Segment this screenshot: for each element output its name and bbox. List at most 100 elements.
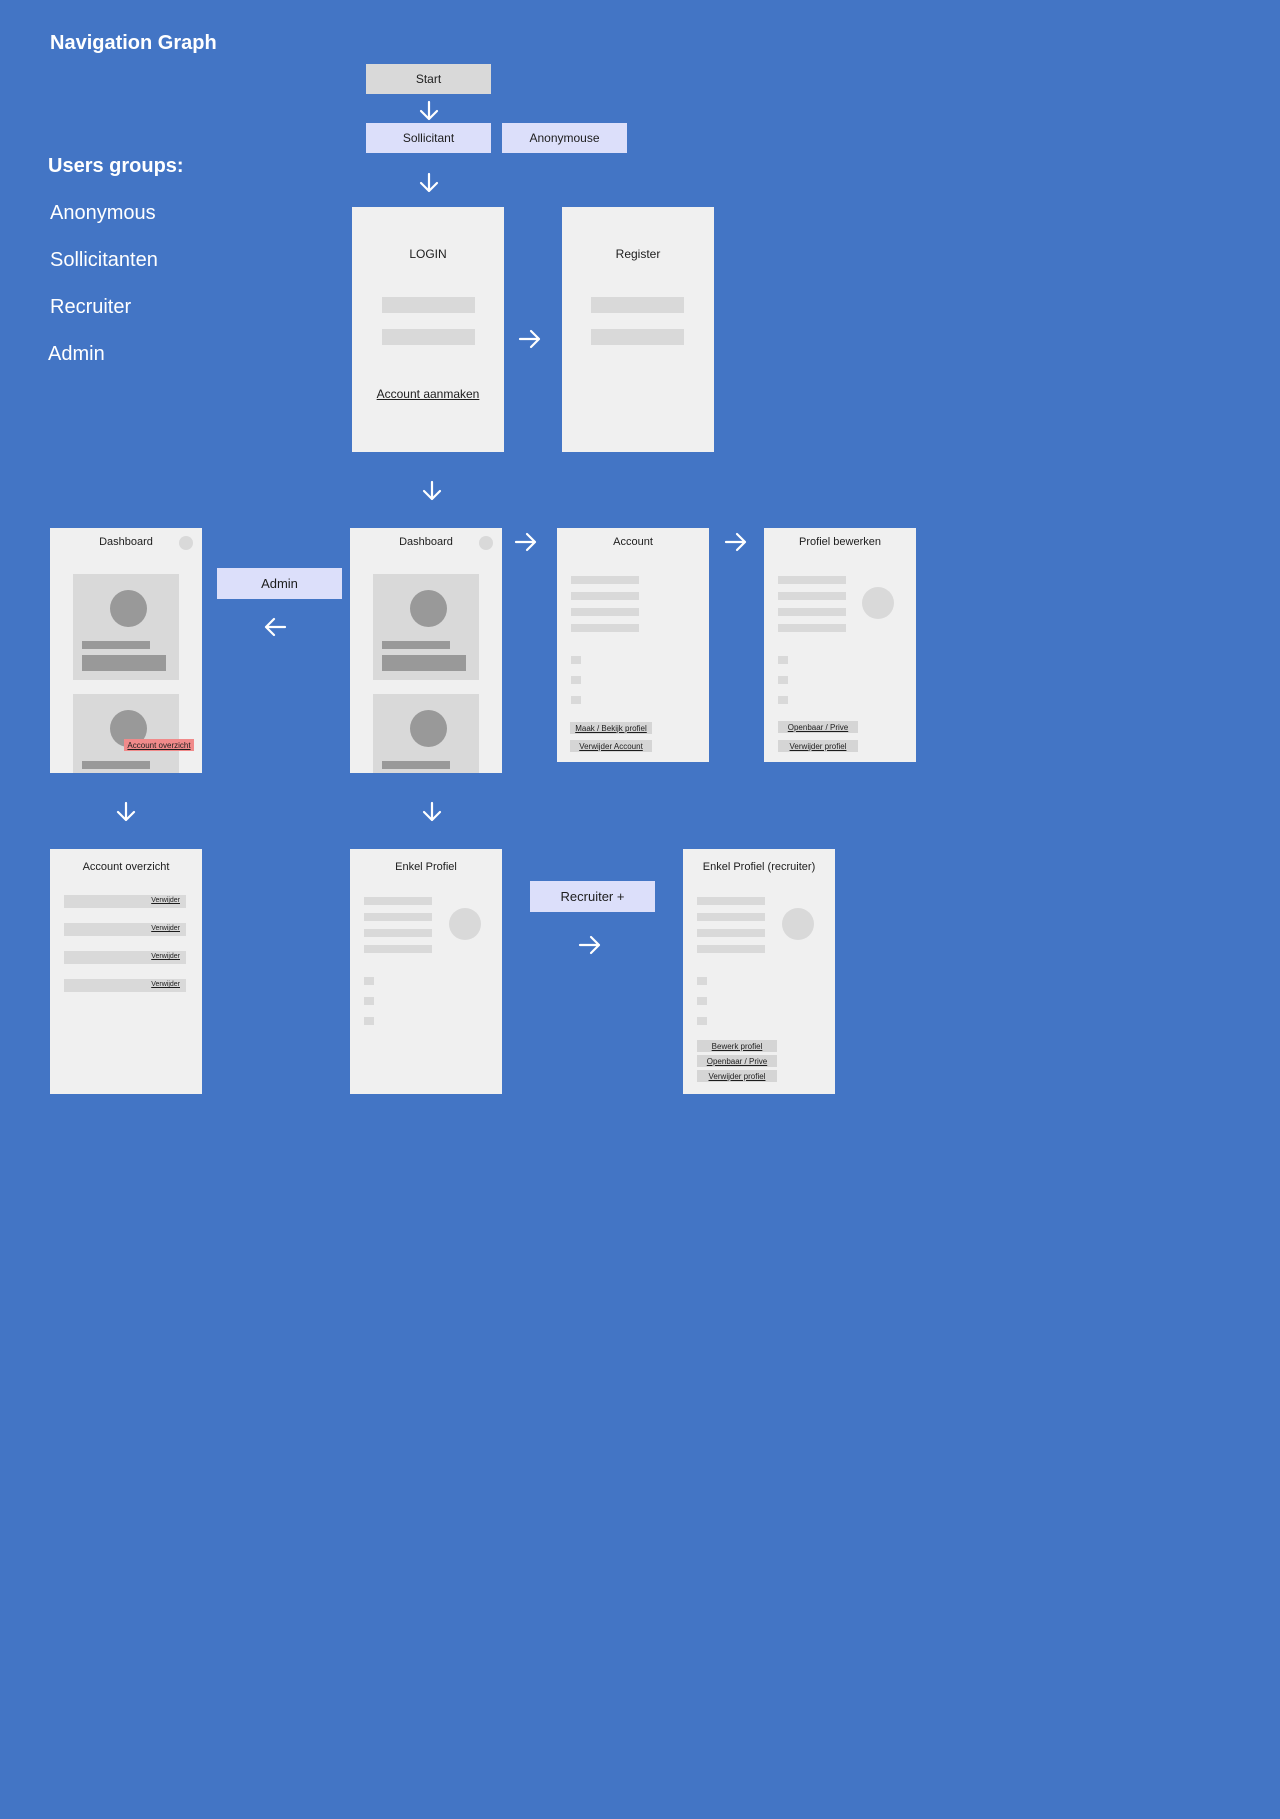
list-bullet bbox=[778, 656, 788, 664]
arrow-down-icon bbox=[420, 479, 444, 503]
users-group-item: Sollicitanten bbox=[50, 249, 158, 271]
profile-card[interactable] bbox=[373, 694, 479, 773]
text-bar bbox=[778, 592, 846, 600]
avatar-icon[interactable] bbox=[179, 536, 193, 550]
arrow-left-icon bbox=[262, 615, 288, 639]
maak-bekijk-profiel-button[interactable]: Maak / Bekijk profiel bbox=[570, 722, 652, 734]
list-bullet bbox=[697, 977, 707, 985]
text-bar bbox=[364, 913, 432, 921]
screen-title: Register bbox=[615, 247, 661, 261]
text-bar bbox=[364, 929, 432, 937]
list-bullet bbox=[778, 676, 788, 684]
text-bar bbox=[364, 897, 432, 905]
avatar-icon bbox=[110, 590, 147, 627]
text-bar bbox=[697, 929, 765, 937]
list-bullet bbox=[778, 696, 788, 704]
anonymouse-node[interactable]: Anonymouse bbox=[502, 123, 627, 153]
openbaar-prive-button[interactable]: Openbaar / Prive bbox=[697, 1055, 777, 1067]
avatar-icon[interactable] bbox=[479, 536, 493, 550]
profile-card[interactable] bbox=[73, 694, 179, 773]
users-groups-heading: Users groups: bbox=[48, 155, 184, 177]
bewerk-profiel-button[interactable]: Bewerk profiel bbox=[697, 1040, 777, 1052]
name-bar bbox=[82, 761, 150, 769]
text-bar bbox=[364, 945, 432, 953]
text-bar bbox=[571, 592, 639, 600]
text-bar bbox=[697, 945, 765, 953]
register-screen: Register bbox=[562, 207, 714, 452]
enkel-profiel-recruiter-screen: Enkel Profiel (recruiter) Bewerk profiel… bbox=[683, 849, 835, 1094]
list-bullet bbox=[571, 696, 581, 704]
text-bar bbox=[571, 576, 639, 584]
openbaar-prive-button[interactable]: Openbaar / Prive bbox=[778, 721, 858, 733]
users-group-item: Admin bbox=[48, 343, 105, 365]
dashboard-screen: Dashboard bbox=[350, 528, 502, 773]
list-bullet bbox=[697, 1017, 707, 1025]
profiel-bewerken-screen: Profiel bewerken Openbaar / Prive Verwij… bbox=[764, 528, 916, 762]
text-bar bbox=[697, 913, 765, 921]
text-bar bbox=[778, 576, 846, 584]
arrow-right-icon bbox=[577, 933, 603, 957]
info-bar bbox=[82, 655, 166, 671]
account-overzicht-badge[interactable]: Account overzicht bbox=[124, 739, 194, 751]
screen-title: Dashboard bbox=[399, 536, 453, 548]
username-field[interactable] bbox=[382, 297, 475, 313]
register-field[interactable] bbox=[591, 329, 684, 345]
text-bar bbox=[571, 624, 639, 632]
screen-title: Enkel Profiel (recruiter) bbox=[702, 861, 816, 873]
text-bar bbox=[697, 897, 765, 905]
list-bullet bbox=[364, 1017, 374, 1025]
avatar-icon bbox=[410, 590, 447, 627]
verwijder-account-button[interactable]: Verwijder Account bbox=[570, 740, 652, 752]
screen-title: Profiel bewerken bbox=[799, 536, 881, 548]
recruiter-plus-node[interactable]: Recruiter + bbox=[530, 881, 655, 912]
account-row: Verwijder bbox=[64, 951, 186, 964]
arrow-right-icon bbox=[723, 530, 749, 554]
arrow-down-icon bbox=[417, 99, 441, 123]
admin-node[interactable]: Admin bbox=[217, 568, 342, 599]
arrow-down-icon bbox=[417, 171, 441, 195]
text-bar bbox=[778, 624, 846, 632]
list-bullet bbox=[364, 977, 374, 985]
admin-dashboard-screen: Dashboard Account overzicht bbox=[50, 528, 202, 773]
list-bullet bbox=[571, 676, 581, 684]
verwijder-button[interactable]: Verwijder bbox=[151, 925, 180, 932]
arrow-down-icon bbox=[114, 800, 138, 824]
verwijder-button[interactable]: Verwijder bbox=[151, 981, 180, 988]
verwijder-profiel-button[interactable]: Verwijder profiel bbox=[697, 1070, 777, 1082]
register-field[interactable] bbox=[591, 297, 684, 313]
verwijder-profiel-button[interactable]: Verwijder profiel bbox=[778, 740, 858, 752]
screen-title: Account overzicht bbox=[82, 861, 170, 873]
avatar-icon[interactable] bbox=[862, 587, 894, 619]
screen-title: Account bbox=[613, 536, 653, 548]
account-row: Verwijder bbox=[64, 979, 186, 992]
account-row: Verwijder bbox=[64, 895, 186, 908]
start-node[interactable]: Start bbox=[366, 64, 491, 94]
text-bar bbox=[778, 608, 846, 616]
sollicitant-node[interactable]: Sollicitant bbox=[366, 123, 491, 153]
name-bar bbox=[82, 641, 150, 649]
screen-title: Dashboard bbox=[99, 536, 153, 548]
password-field[interactable] bbox=[382, 329, 475, 345]
enkel-profiel-screen: Enkel Profiel bbox=[350, 849, 502, 1094]
create-account-link[interactable]: Account aanmaken bbox=[376, 387, 480, 401]
account-screen: Account Maak / Bekijk profiel Verwijder … bbox=[557, 528, 709, 762]
avatar-icon bbox=[410, 710, 447, 747]
list-bullet bbox=[364, 997, 374, 1005]
name-bar bbox=[382, 761, 450, 769]
avatar-icon bbox=[782, 908, 814, 940]
screen-title: LOGIN bbox=[409, 247, 447, 261]
avatar-icon bbox=[449, 908, 481, 940]
users-group-item: Recruiter bbox=[50, 296, 132, 318]
users-group-item: Anonymous bbox=[50, 202, 156, 224]
profile-card[interactable] bbox=[373, 574, 479, 680]
verwijder-button[interactable]: Verwijder bbox=[151, 897, 180, 904]
list-bullet bbox=[571, 656, 581, 664]
info-bar bbox=[382, 655, 466, 671]
screen-title: Enkel Profiel bbox=[395, 861, 457, 873]
profile-card[interactable] bbox=[73, 574, 179, 680]
arrow-right-icon bbox=[517, 327, 543, 351]
text-bar bbox=[571, 608, 639, 616]
page-title: Navigation Graph bbox=[50, 32, 217, 54]
list-bullet bbox=[697, 997, 707, 1005]
verwijder-button[interactable]: Verwijder bbox=[151, 953, 180, 960]
